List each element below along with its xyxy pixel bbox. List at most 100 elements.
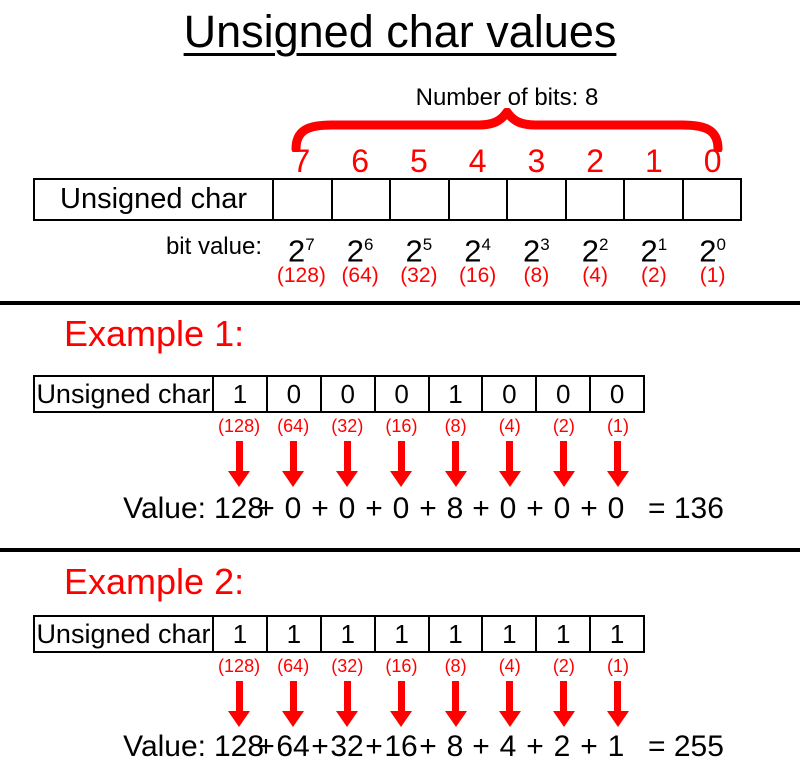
bit-weight: (8) bbox=[523, 264, 550, 287]
down-arrow-icon bbox=[282, 441, 305, 487]
bit-index: 3 bbox=[527, 143, 546, 179]
value-term: 32 bbox=[330, 730, 364, 763]
bit-cell bbox=[330, 180, 390, 219]
down-arrow-icon bbox=[282, 681, 305, 727]
bit-weight: (8) bbox=[444, 656, 467, 676]
down-arrow-icon bbox=[336, 681, 359, 727]
bit-cell: 1 bbox=[265, 617, 320, 651]
bit-cell bbox=[564, 180, 624, 219]
bit-cell: 0 bbox=[319, 377, 374, 411]
value-term: 8 bbox=[446, 492, 464, 525]
example1-register: Unsigned char 1 0 0 0 1 0 0 0 bbox=[33, 375, 645, 413]
plus-sign: + bbox=[365, 730, 383, 763]
example1-heading: Example 1: bbox=[64, 313, 245, 354]
value-term: 0 bbox=[553, 492, 571, 525]
value-label: Value: bbox=[123, 492, 206, 525]
bit-cell: 1 bbox=[535, 617, 589, 651]
bit-cell: 0 bbox=[265, 377, 320, 411]
bit-weight: (16) bbox=[458, 264, 497, 287]
bit-weight-row: (128) (64) (32) (16) (8) (4) (2) (1) bbox=[272, 263, 742, 289]
bit-cell bbox=[272, 180, 331, 219]
bit-weight: (1) bbox=[606, 656, 629, 676]
bit-weight: (64) bbox=[277, 656, 310, 676]
plus-sign: + bbox=[526, 492, 544, 525]
bit-weight: (2) bbox=[641, 264, 667, 287]
bit-cell: 0 bbox=[373, 377, 428, 411]
example1-value-line: Value: 128 + 0 + 0 + 0 + 8 + 0 + 0 + 0 =… bbox=[0, 490, 800, 528]
bit-weight: (32) bbox=[331, 416, 364, 436]
bit-cell bbox=[447, 180, 507, 219]
example2-weight-row: (128) (64) (32) (16) (8) (4) (2) (1) bbox=[212, 655, 645, 677]
example1-arrow-row bbox=[212, 441, 645, 487]
section-divider bbox=[0, 301, 800, 305]
bit-power: 23 bbox=[523, 233, 550, 269]
bit-power: 22 bbox=[581, 233, 609, 269]
bit-cell bbox=[389, 180, 448, 219]
plus-sign: + bbox=[472, 730, 490, 763]
value-term: 8 bbox=[446, 730, 464, 763]
example2-arrow-row bbox=[212, 681, 645, 727]
bit-power: 26 bbox=[346, 233, 374, 269]
bit-weight: (4) bbox=[498, 416, 521, 436]
bit-power: 25 bbox=[405, 233, 433, 269]
bit-index: 1 bbox=[644, 143, 663, 179]
value-result: = 255 bbox=[648, 730, 724, 763]
bit-weight: (16) bbox=[385, 416, 418, 436]
bit-power: 20 bbox=[699, 233, 726, 269]
bit-cell: 0 bbox=[535, 377, 589, 411]
example2-register: Unsigned char 1 1 1 1 1 1 1 1 bbox=[33, 615, 645, 653]
bit-weight: (1) bbox=[699, 264, 726, 287]
bit-cell: 1 bbox=[373, 617, 428, 651]
bit-index: 7 bbox=[292, 143, 311, 179]
value-term: 16 bbox=[384, 730, 418, 763]
value-result: = 136 bbox=[648, 492, 724, 525]
bit-cell bbox=[623, 180, 682, 219]
down-arrow-icon bbox=[390, 441, 413, 487]
row-label: Unsigned char bbox=[36, 618, 211, 649]
bit-weight: (1) bbox=[606, 416, 629, 436]
number-of-bits-label: Number of bits: 8 bbox=[415, 84, 599, 111]
plus-sign: + bbox=[257, 730, 275, 763]
value-term: 0 bbox=[284, 492, 302, 525]
bit-weight: (128) bbox=[276, 264, 326, 287]
bit-power-row: 27 26 25 24 23 22 21 20 bbox=[272, 227, 742, 269]
unsigned-char-register: Unsigned char bbox=[33, 178, 742, 221]
plus-sign: + bbox=[580, 492, 598, 525]
plus-sign: + bbox=[580, 730, 598, 763]
bit-cell: 1 bbox=[481, 617, 535, 651]
row-label: Unsigned char bbox=[60, 183, 247, 215]
bit-weight: (128) bbox=[218, 656, 261, 676]
value-label: Value: bbox=[123, 730, 206, 763]
down-arrow-icon bbox=[606, 681, 629, 727]
value-term: 0 bbox=[607, 492, 625, 525]
bit-power: 24 bbox=[464, 233, 491, 269]
bit-weight: (2) bbox=[552, 656, 575, 676]
down-arrow-icon bbox=[228, 441, 251, 487]
plus-sign: + bbox=[472, 492, 490, 525]
bit-cell: 1 bbox=[319, 617, 374, 651]
bit-index: 0 bbox=[703, 143, 722, 179]
value-term: 0 bbox=[392, 492, 410, 525]
plus-sign: + bbox=[311, 730, 329, 763]
bit-weight: (32) bbox=[400, 264, 438, 287]
bit-index-row: 7 6 5 4 3 2 1 0 bbox=[272, 145, 742, 178]
bit-cell: 1 bbox=[589, 617, 643, 651]
row-label: Unsigned char bbox=[36, 378, 211, 409]
down-arrow-icon bbox=[444, 681, 467, 727]
bit-weight: (8) bbox=[444, 416, 467, 436]
value-term: 0 bbox=[338, 492, 356, 525]
bit-weight: (4) bbox=[582, 264, 608, 287]
bit-cell: 1 bbox=[212, 617, 266, 651]
down-arrow-icon bbox=[498, 681, 521, 727]
bit-cell bbox=[506, 180, 565, 219]
bit-weight: (2) bbox=[552, 416, 575, 436]
value-term: 0 bbox=[499, 492, 517, 525]
plus-sign: + bbox=[311, 492, 329, 525]
down-arrow-icon bbox=[606, 441, 629, 487]
down-arrow-icon bbox=[498, 441, 521, 487]
plus-sign: + bbox=[419, 730, 437, 763]
down-arrow-icon bbox=[444, 441, 467, 487]
bit-weight: (32) bbox=[331, 656, 364, 676]
bit-weight: (4) bbox=[498, 656, 521, 676]
down-arrow-icon bbox=[552, 441, 575, 487]
